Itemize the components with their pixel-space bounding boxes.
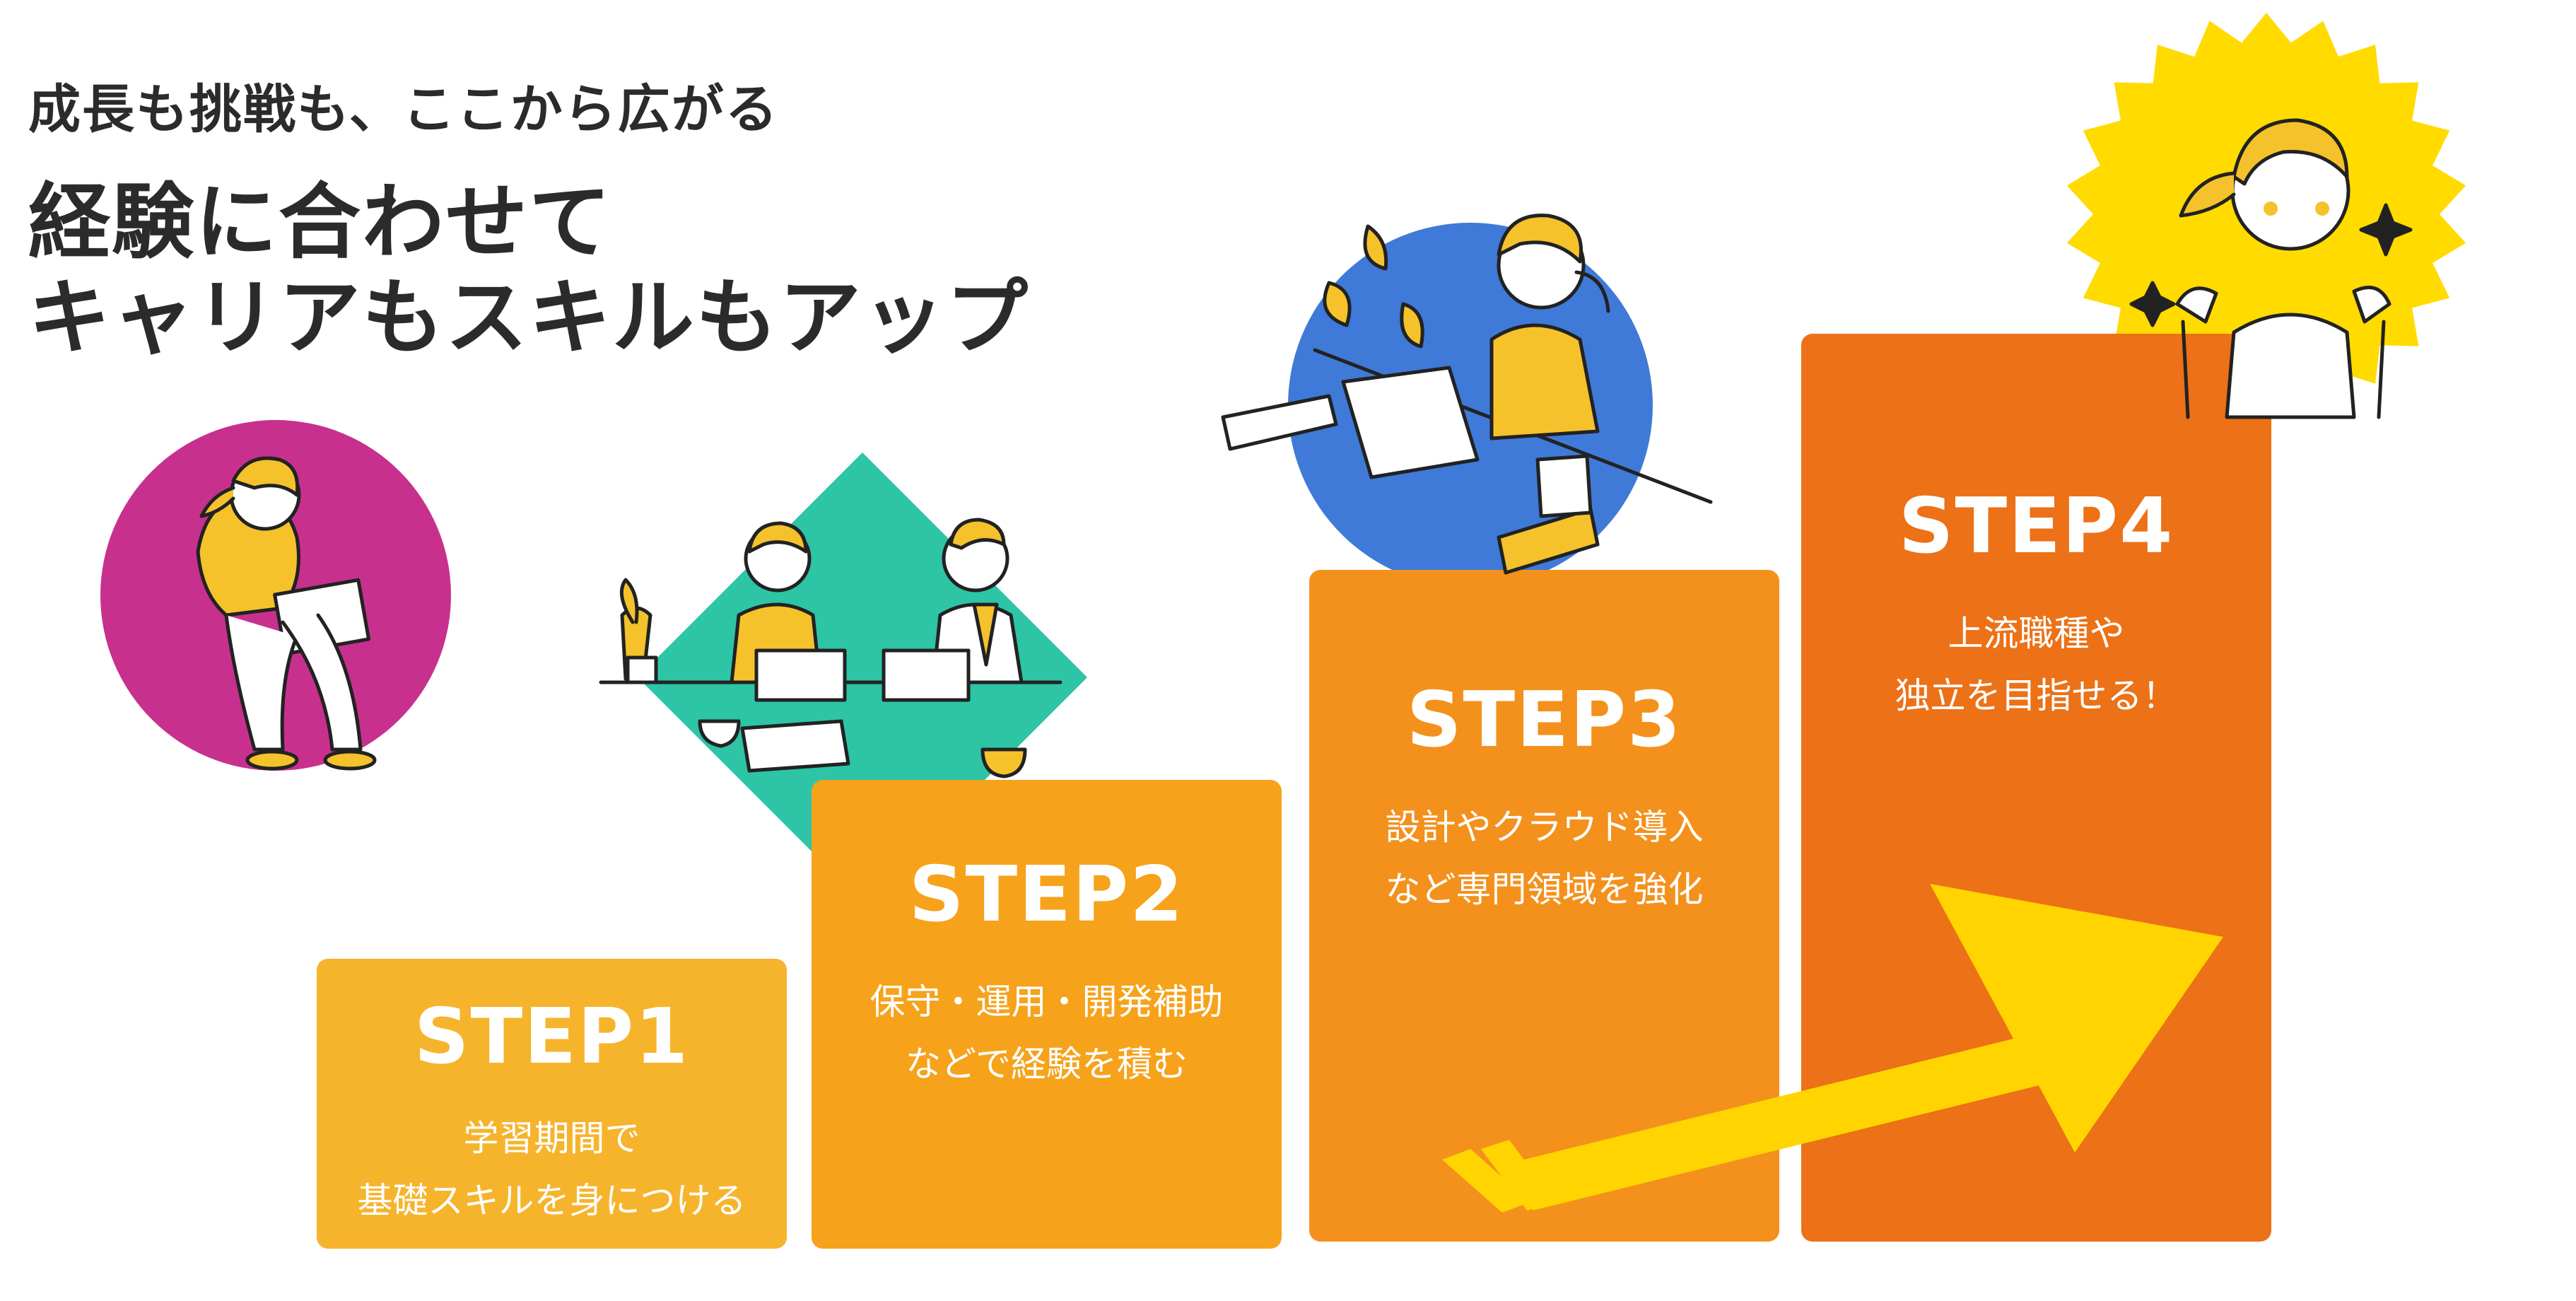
step-2-desc-line2: などで経験を積む — [906, 1044, 1188, 1085]
person-with-laptop-icon — [196, 456, 377, 771]
meeting-two-people-icon — [599, 518, 1062, 778]
celebrating-person-icon — [2129, 118, 2413, 419]
step-3-desc-line2: など専門領域を強化 — [1385, 869, 1704, 910]
headline-sub: 成長も挑戦も、ここから広がる — [28, 79, 779, 140]
step-2-description: 保守・運用・開発補助 などで経験を積む — [812, 971, 1282, 1095]
step-4-title: STEP4 — [1898, 482, 2174, 571]
person-at-desk-icon — [1221, 214, 1713, 575]
step-1-description: 学習期間で 基礎スキルを身につける — [317, 1107, 787, 1232]
step-2-title: STEP2 — [908, 851, 1185, 939]
step-1-block: STEP1 学習期間で 基礎スキルを身につける — [317, 959, 787, 1249]
step-4-desc-line2: 独立を目指せる！ — [1895, 675, 2178, 716]
headline-main-line1: 経験に合わせて — [28, 175, 612, 270]
step-1-title: STEP1 — [414, 993, 690, 1081]
step-4-description: 上流職種や 独立を目指せる！ — [1801, 602, 2271, 727]
step-4-desc-line1: 上流職種や — [1948, 613, 2125, 654]
step-3-desc-line1: 設計やクラウド導入 — [1385, 807, 1704, 848]
step-1-desc-line2: 基礎スキルを身につける — [357, 1180, 747, 1221]
step-3-description: 設計やクラウド導入 など専門領域を強化 — [1309, 796, 1779, 921]
growth-arrow-icon — [1442, 884, 2223, 1213]
headline-main-line2: キャリアもスキルもアップ — [28, 270, 1029, 366]
step-3-title: STEP3 — [1406, 676, 1682, 764]
step-1-desc-line1: 学習期間で — [463, 1118, 640, 1159]
step-2-block: STEP2 保守・運用・開発補助 などで経験を積む — [812, 780, 1282, 1249]
step-2-desc-line1: 保守・運用・開発補助 — [870, 981, 1224, 1022]
